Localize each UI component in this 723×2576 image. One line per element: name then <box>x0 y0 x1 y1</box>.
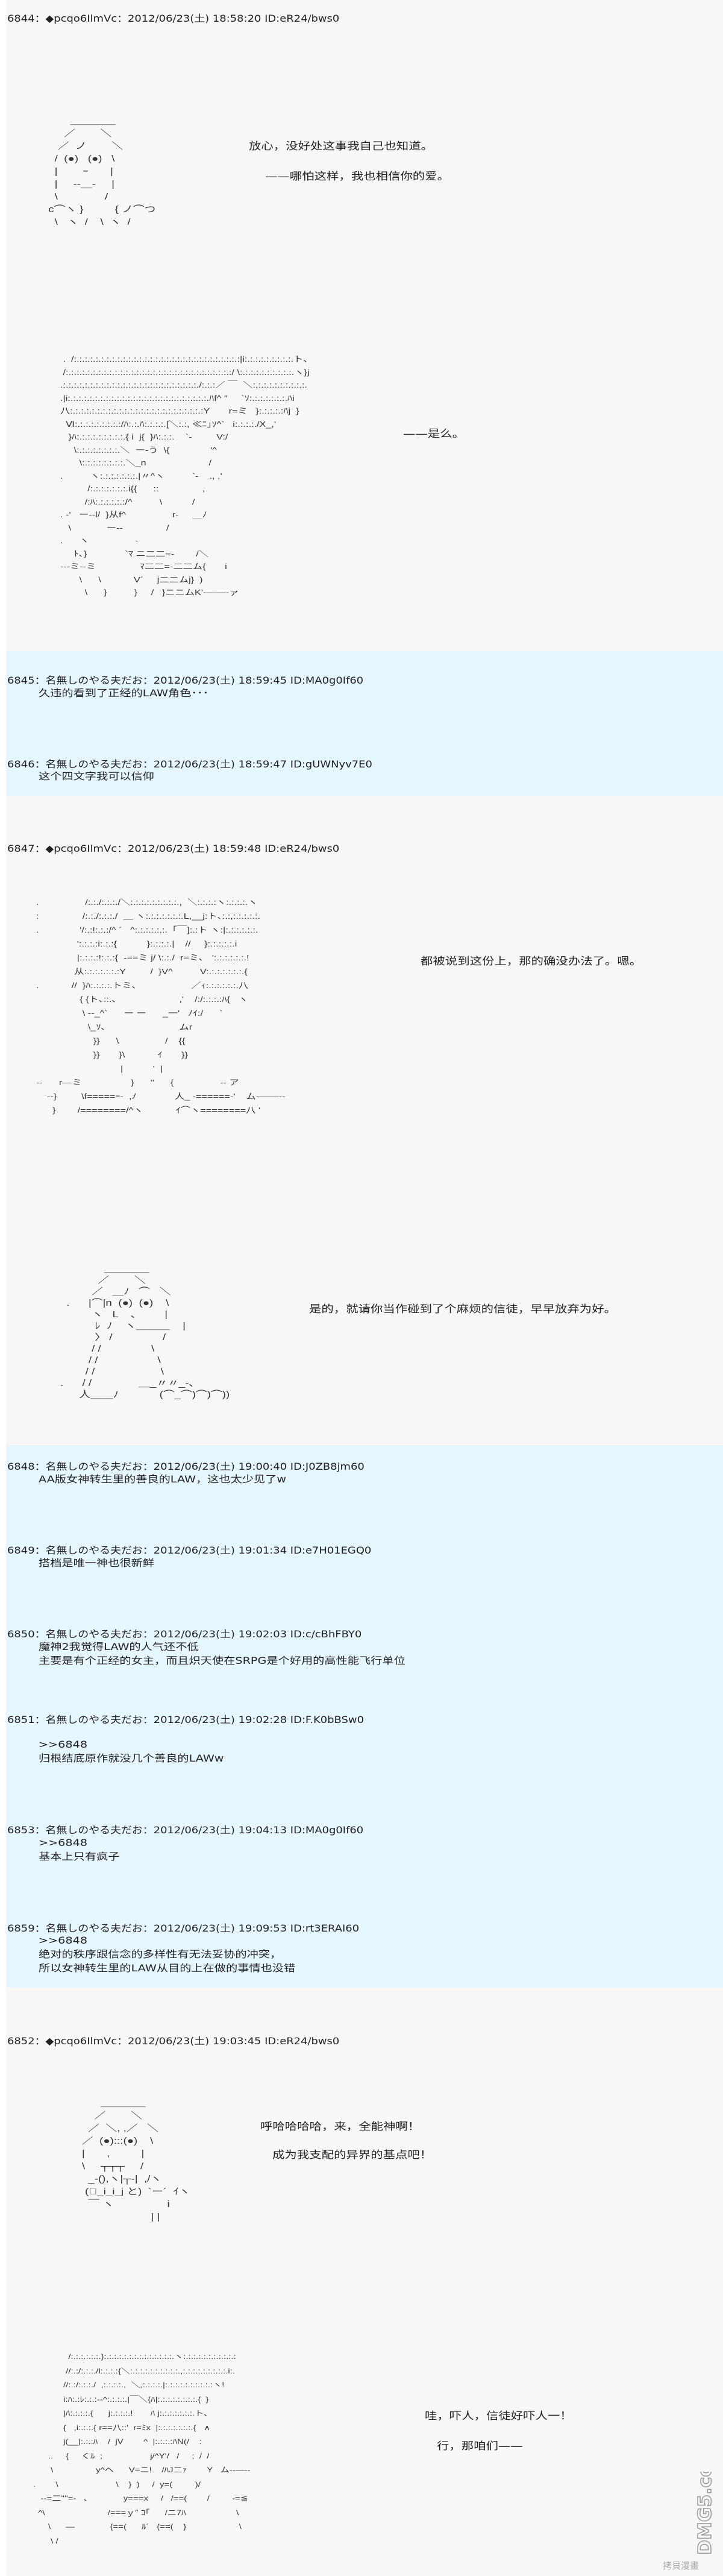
dialogue-line: ——是么。 <box>403 428 465 440</box>
post-body-6846: 这个四文字我可以信仰 <box>39 770 155 782</box>
post-header-6844: 6844：◆pcqo6IlmVc：2012/06/23(土) 18:58:20 … <box>7 13 340 24</box>
post-header-6852: 6852：◆pcqo6IlmVc：2012/06/23(土) 19:03:45 … <box>7 2035 340 2047</box>
thread-page <box>6 0 723 2576</box>
post-body-6850: 魔神2我觉得LAW的人气还不低 主要是有个正经的女主，而且炽天使在SRPG是个好… <box>39 1641 405 1666</box>
dialogue-line: 是的，就请你当作碰到了个麻烦的信徒，早早放弃为好。 <box>309 1303 616 1315</box>
dialogue-line: ——哪怕这样，我也相信你的爱。 <box>265 171 449 183</box>
reply-block <box>6 1445 723 1988</box>
watermark-text: 拷貝漫畫 <box>663 2560 700 2571</box>
ascii-art-yaruo: ＿＿＿＿ ／ ＼ ／ ＼, ,／ ＼ ／ (●):::(●) \ | , | \… <box>81 2098 190 2222</box>
post-header-6848: 6848：名無しのやる夫だお：2012/06/23(土) 19:00:40 ID… <box>7 1461 365 1472</box>
dialogue-line: 哇，吓人，信徒好吓人一！ <box>425 2410 572 2422</box>
dialogue-line: 都被说到这份上，那的确没办法了。嗯。 <box>421 956 642 968</box>
ascii-art-character: . /:.:./:.:.:./＼:.:.:.:.:.:.:.:.:., ＼:.:… <box>36 898 286 1115</box>
reply-block <box>6 651 723 796</box>
post-header-6849: 6849：名無しのやる夫だお：2012/06/23(土) 19:01:34 ID… <box>7 1545 372 1556</box>
post-body-6849: 搭档是唯一神也很新鲜 <box>39 1557 155 1569</box>
post-header-6851: 6851：名無しのやる夫だお：2012/06/23(土) 19:02:28 ID… <box>7 1714 364 1725</box>
post-body-6851: >>6848 归根结底原作就没几个善良的LAWw <box>39 1739 224 1764</box>
post-header-6859: 6859：名無しのやる夫だお：2012/06/23(土) 19:09:53 ID… <box>7 1923 360 1934</box>
post-header-6853: 6853：名無しのやる夫だお：2012/06/23(土) 19:04:13 ID… <box>7 1824 364 1836</box>
svg-text:DMG5.com: DMG5.com <box>695 2472 716 2555</box>
post-header-6847: 6847：◆pcqo6IlmVc：2012/06/23(土) 18:59:48 … <box>7 843 340 854</box>
post-body-6845: 久违的看到了正经的LAW角色･･･ <box>39 687 209 699</box>
dialogue-line: 呼哈哈哈哈，来，全能神啊！ <box>260 2121 421 2133</box>
post-body-6848: AA版女神转生里的善良的LAW，这也太少见了w <box>39 1473 287 1485</box>
ascii-art-yaruo: ＿＿＿＿ ／ ＼ ／ ノ ＼ / (●) (●) \ | ｰ | | ‐‐＿‐ … <box>48 116 156 227</box>
ascii-art-yaruo: ＿＿＿＿ ／ ＼ ／ ＿ﾉ ⌒ ＼ . |⌒|n (●) (●) \ ヽ L ､… <box>60 1264 230 1400</box>
ascii-art-character: . /:.:.:.:.:.:.:.:.:.:.:.:.:.:.:.:.:.:.:… <box>60 354 313 597</box>
dialogue-line: 放心，没好处这事我自己也知道。 <box>249 140 433 153</box>
watermark-logo: DMG5.com <box>694 2472 716 2556</box>
ascii-art-character: /:.:.:.:.:.:.}:.:.:.:.:.:.:.:.:.:.:.:.:.… <box>33 2352 251 2545</box>
post-body-6853: >>6848 基本上只有疯子 <box>39 1837 120 1862</box>
post-body-6859: >>6848 绝对的秩序跟信念的多样性有无法妥协的冲突， 所以女神转生里的LAW… <box>39 1935 296 1974</box>
post-header-6845: 6845：名無しのやる夫だお：2012/06/23(土) 18:59:45 ID… <box>7 675 364 686</box>
post-header-6846: 6846：名無しのやる夫だお：2012/06/23(土) 18:59:47 ID… <box>7 758 372 770</box>
post-header-6850: 6850：名無しのやる夫だお：2012/06/23(土) 19:02:03 ID… <box>7 1628 362 1640</box>
dialogue-line: 行，那咱们—— <box>437 2440 523 2452</box>
dialogue-line: 成为我支配的异界的基点吧！ <box>272 2149 433 2161</box>
